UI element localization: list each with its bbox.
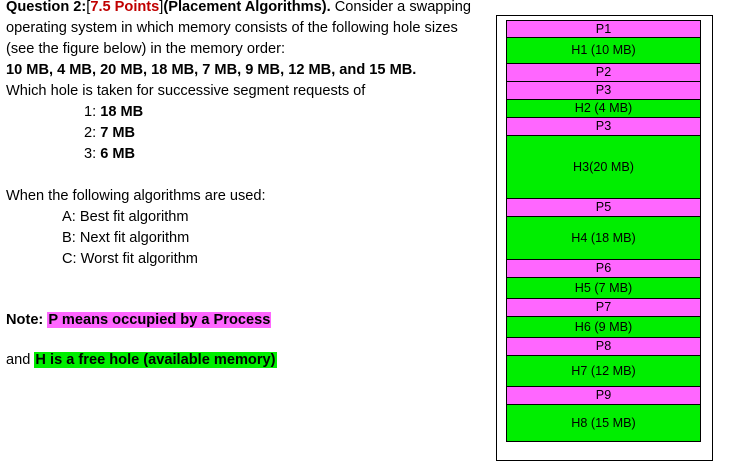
memory-block-label: P7 [595,300,612,315]
request-item-3: 3: 6 MB [6,144,484,165]
spacer-before-algorithms [6,165,484,186]
memory-block-label: H4 (18 MB) [571,230,636,245]
memory-block-label: P3 [595,83,612,98]
memory-block-h8: H8 (15 MB) [506,404,701,442]
note-process-legend: P means occupied by a Process [47,312,272,328]
memory-block-h7: H7 (12 MB) [506,355,701,387]
memory-block-p2: P2 [506,63,701,82]
points-value: 7.5 Points [90,0,160,15]
note-process-line: Note: P means occupied by a Process [6,310,484,331]
memory-block-h3: H3(20 MB) [506,135,701,199]
memory-block-p6: P6 [506,259,701,278]
spacer-between-notes [6,331,484,350]
memory-block-label: P2 [595,65,612,80]
memory-block-h1: H1 (10 MB) [506,37,701,64]
question-line-2: operating system in which memory consist… [6,20,458,36]
question-line-3: (see the figure below) in the memory ord… [6,41,286,57]
points-open-bracket: [ [86,0,91,15]
hole-sizes-line: 10 MB, 4 MB, 20 MB, 18 MB, 7 MB, 9 MB, 1… [6,62,417,78]
memory-block-label: H5 (7 MB) [574,280,633,295]
request-item-1: 1: 18 MB [6,102,484,123]
memory-block-label: P3 [595,119,612,134]
requests-prompt: Which hole is taken for successive segme… [6,83,366,99]
memory-block-label: P8 [595,339,612,354]
memory-block-label: H1 (10 MB) [571,43,636,58]
memory-block-p1: P1 [506,20,701,38]
spacer-before-note [6,270,484,291]
memory-block-h4: H4 (18 MB) [506,216,701,260]
algorithms-prompt: When the following algorithms are used: [6,188,266,204]
question-number: Question 2: [6,0,87,15]
memory-block-p7: P7 [506,298,701,317]
request-index-2: 2: [84,125,97,141]
memory-block-label: P5 [595,200,612,215]
note-and-word: and [6,352,31,368]
question-topic: (Placement Algorithms). [163,0,331,15]
request-index-3: 3: [84,146,97,162]
algorithm-item-c: C: Worst fit algorithm [62,251,198,267]
memory-block-label: H8 (15 MB) [571,415,636,430]
memory-block-p5: P5 [506,198,701,217]
request-item-2: 2: 7 MB [6,123,484,144]
question-heading: Question 2:[7.5 Points](Placement Algori… [6,0,484,18]
memory-block-h5: H5 (7 MB) [506,277,701,299]
memory-block-h2: H2 (4 MB) [506,99,701,118]
memory-block-h6: H6 (9 MB) [506,316,701,338]
memory-block-label: H6 (9 MB) [574,319,633,334]
memory-block-label: P9 [595,388,612,403]
question-intro-rest: Consider a swapping [330,0,472,15]
request-size-1: 18 MB [100,104,144,120]
request-index-1: 1: [84,104,97,120]
algorithm-item-a: A: Best fit algorithm [62,209,189,225]
memory-block-label: H2 (4 MB) [574,101,633,116]
points-close-bracket: ] [159,0,164,15]
spacer-before-note-2 [6,291,484,310]
memory-block-label: H3(20 MB) [573,159,634,174]
memory-block-label: H7 (12 MB) [571,363,636,378]
memory-block-p3: P3 [506,81,701,100]
algorithm-item-b: B: Next fit algorithm [62,230,190,246]
request-size-3: 6 MB [100,146,136,162]
question-pane: Question 2:[7.5 Points](Placement Algori… [6,0,484,371]
memory-block-p8: P8 [506,337,701,356]
memory-block-label: P6 [595,261,612,276]
memory-block-p3: P3 [506,117,701,136]
note-hole-legend: H is a free hole (available memory) [34,352,277,368]
memory-block-label: P1 [595,21,612,36]
memory-block-p9: P9 [506,386,701,405]
note-label: Note: [6,312,44,328]
note-hole-line: and H is a free hole (available memory) [6,350,484,371]
request-size-2: 7 MB [100,125,136,141]
